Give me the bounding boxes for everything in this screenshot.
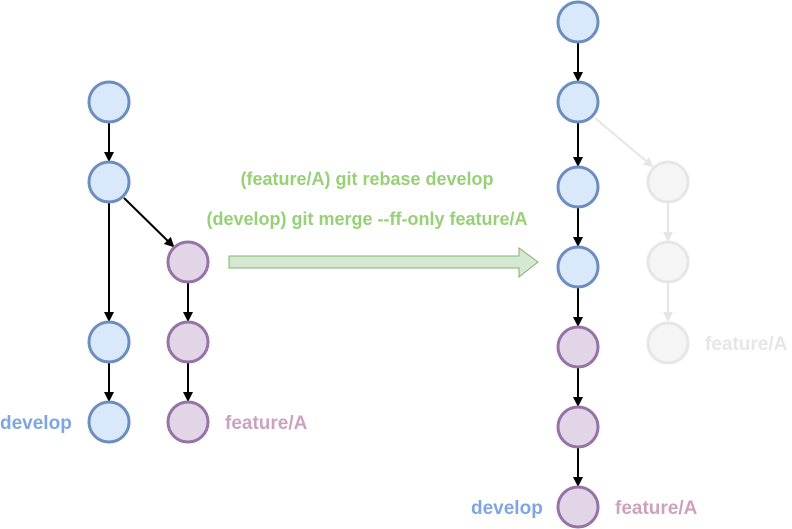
after-develop-commits — [556, 0, 600, 289]
feature-commit-node — [556, 485, 600, 529]
transition-arrow — [228, 247, 539, 279]
before-feature-commits — [166, 240, 210, 444]
before-feature-label: feature/A — [225, 413, 308, 434]
develop-commit-node — [87, 400, 131, 444]
develop-commit-node — [556, 165, 600, 209]
develop-commit-node — [87, 320, 131, 364]
develop-commit-node — [556, 245, 600, 289]
ghost-edge — [594, 117, 654, 168]
before-develop-commits — [87, 80, 131, 444]
develop-commit-node — [556, 0, 600, 44]
ghost-commit-node — [646, 160, 690, 204]
after-feature-commits — [556, 325, 600, 529]
ghost-commit-node — [646, 321, 690, 365]
after-develop-label: develop — [471, 498, 543, 519]
feature-commit-node — [556, 405, 600, 449]
feature-commit-node — [166, 240, 210, 284]
ghost-commit-node — [646, 240, 690, 284]
develop-commit-node — [87, 80, 131, 124]
before-develop-label: develop — [0, 413, 72, 434]
feature-commit-node — [166, 320, 210, 364]
feature-commit-node — [166, 400, 210, 444]
rebase-command-text: (feature/A) git rebase develop — [240, 169, 493, 189]
after-ghost-commits — [646, 160, 690, 365]
develop-commit-node — [556, 80, 600, 124]
after-old-feature-label: feature/A — [705, 334, 788, 355]
before-edges — [104, 123, 193, 402]
after-ghost-edges — [594, 117, 673, 322]
feature-commit-node — [556, 325, 600, 369]
after-feature-label: feature/A — [615, 498, 698, 519]
develop-commit-node — [87, 160, 131, 204]
merge-command-text: (develop) git merge --ff-only feature/A — [206, 209, 527, 229]
edge — [123, 197, 175, 248]
